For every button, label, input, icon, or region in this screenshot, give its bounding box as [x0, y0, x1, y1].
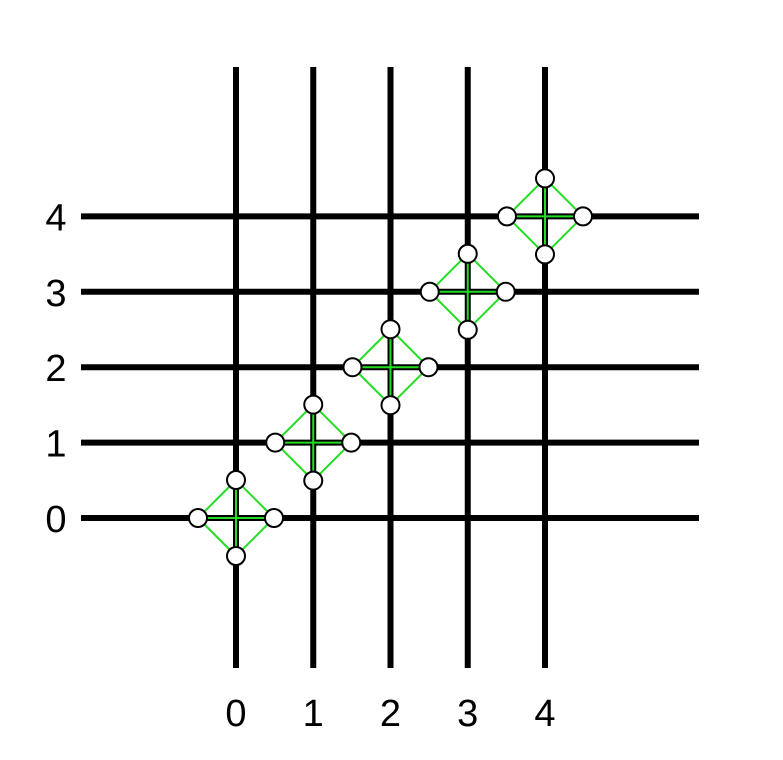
x-tick-label: 1 — [303, 693, 324, 735]
x-tick-label: 3 — [457, 693, 478, 735]
node-top — [457, 243, 478, 264]
y-tick-label: 1 — [45, 424, 66, 466]
node-right — [341, 432, 362, 453]
x-tick-label: 2 — [380, 693, 401, 735]
node-top — [535, 168, 555, 189]
node-right — [495, 281, 516, 302]
node-top — [303, 394, 324, 415]
x-tick-label: 4 — [534, 693, 555, 735]
grid-lines — [81, 67, 699, 668]
node-top — [380, 319, 401, 340]
gadget-4 — [497, 168, 593, 265]
node-bottom — [380, 395, 401, 416]
node-bottom — [226, 546, 246, 566]
node-right — [418, 357, 439, 378]
node-top — [226, 470, 246, 490]
gadget-layer — [188, 168, 593, 566]
gadget-0 — [188, 470, 284, 566]
node-bottom — [535, 244, 555, 265]
node-right — [573, 206, 593, 227]
node-bottom — [303, 470, 324, 491]
y-tick-label: 2 — [45, 348, 66, 390]
node-left — [188, 508, 208, 528]
axis-labels: 0 1 2 3 4 0 1 2 3 4 — [45, 197, 555, 735]
y-tick-label: 4 — [45, 197, 66, 239]
node-left — [419, 281, 440, 302]
node-bottom — [457, 319, 478, 340]
x-tick-label: 0 — [225, 693, 246, 735]
node-left — [342, 357, 363, 378]
node-left — [265, 432, 286, 453]
node-left — [497, 206, 517, 227]
y-tick-label: 0 — [45, 499, 66, 541]
gadget-2 — [342, 319, 439, 416]
gadget-3 — [419, 243, 516, 340]
gadget-1 — [265, 394, 362, 491]
node-right — [264, 508, 284, 528]
y-tick-label: 3 — [45, 273, 66, 315]
